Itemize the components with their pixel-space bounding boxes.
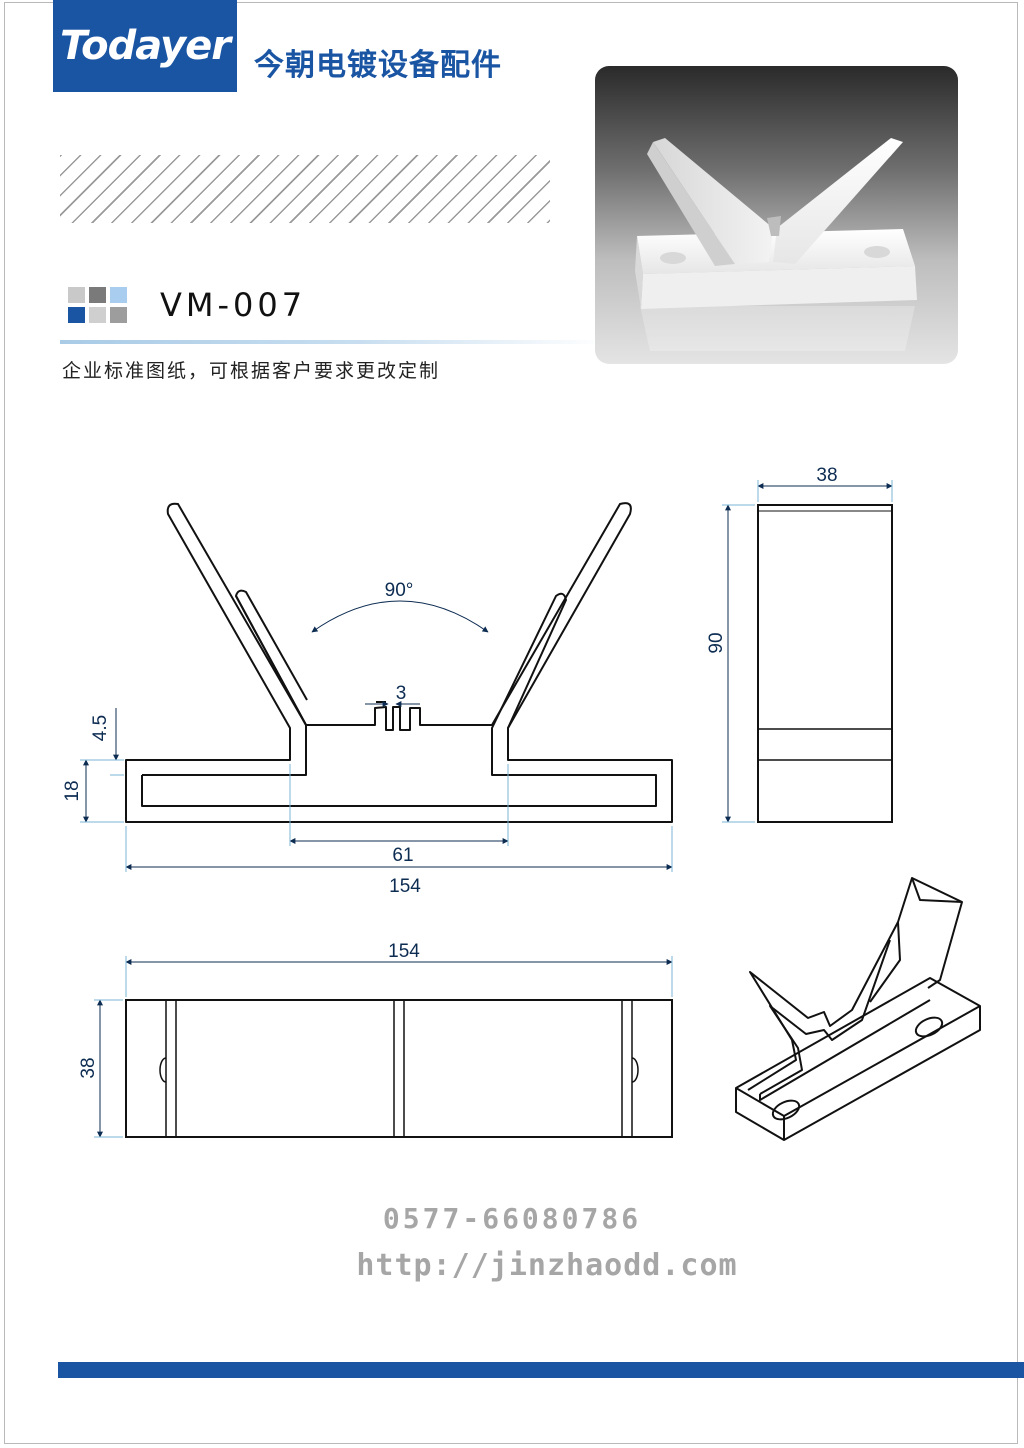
front-inner-left (142, 589, 308, 776)
front-total-width-label: 154 (389, 876, 421, 897)
step-height-label: 4.5 (90, 715, 111, 741)
side-view (757, 504, 893, 823)
inner-width-label: 61 (392, 845, 413, 866)
contact-phone: 0577-66080786 (382, 1202, 642, 1235)
isometric-view (735, 877, 981, 1141)
front-view (125, 502, 673, 823)
swatch-1 (68, 287, 85, 303)
swatch-5 (89, 307, 106, 323)
blue-divider (60, 340, 605, 344)
front-inner-left-edge (235, 595, 307, 726)
hatch-pattern (60, 155, 550, 223)
front-dimensions (80, 600, 673, 872)
product-photo (595, 66, 958, 364)
front-view-outline (125, 502, 673, 823)
swatch-2 (89, 287, 106, 303)
bottom-length-label: 154 (388, 941, 420, 962)
bottom-dimensions (94, 956, 673, 1138)
model-number: VM-007 (160, 286, 307, 324)
swatch-4 (68, 307, 85, 323)
angle-label: 90° (385, 580, 414, 601)
footer-bar (58, 1362, 1024, 1378)
base-height-label: 18 (62, 780, 83, 801)
contact-website[interactable]: http://jinzhaodd.com (356, 1248, 738, 1283)
logo-text: Todayer (60, 23, 231, 69)
product-photo-render (635, 138, 917, 351)
page-frame (4, 2, 1018, 1444)
bottom-view (125, 999, 673, 1138)
swatch-3 (110, 287, 127, 303)
side-width-label: 38 (816, 465, 837, 486)
brand-logo: Todayer (53, 0, 237, 92)
side-height-label: 90 (706, 632, 727, 653)
front-inner-right (141, 592, 657, 807)
side-dimensions (722, 480, 893, 823)
company-name: 今朝电镀设备配件 (254, 48, 502, 83)
drawing-note: 企业标准图纸，可根据客户要求更改定制 (62, 360, 441, 382)
bottom-width-label: 38 (78, 1057, 99, 1078)
slot-width-label: 3 (396, 683, 407, 704)
swatch-6 (110, 307, 127, 323)
